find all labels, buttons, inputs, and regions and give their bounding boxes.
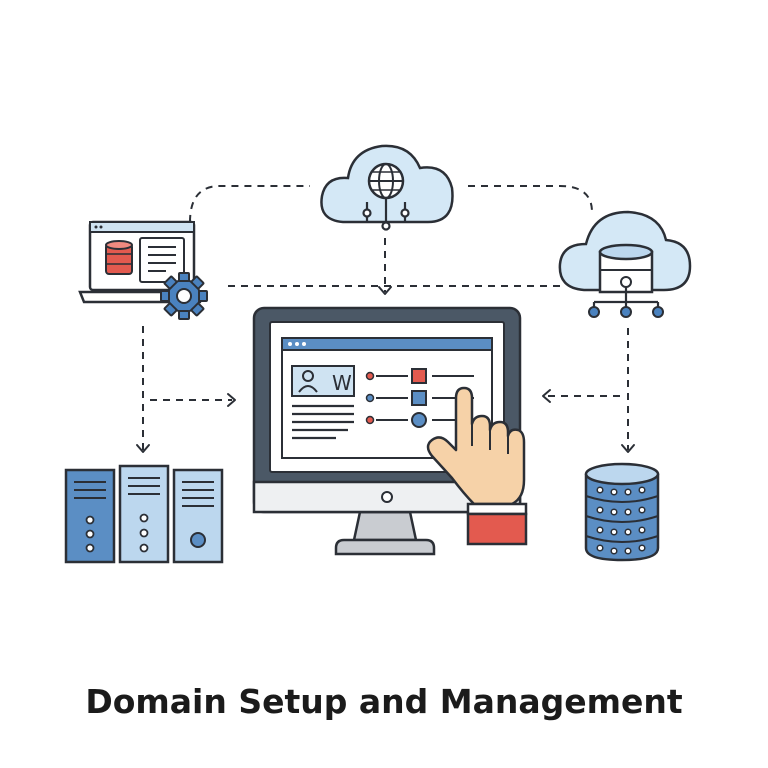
arrowhead-down-right — [621, 444, 635, 453]
browser-window-dots — [288, 342, 306, 346]
hand-shape — [426, 386, 526, 506]
server-unit-1 — [64, 468, 116, 564]
arrowhead-left-right — [542, 389, 551, 403]
connector-lines — [142, 185, 629, 450]
arrowhead-down-left — [136, 444, 150, 453]
connector-cloud-to-dbcloud — [468, 185, 593, 213]
server-unit-2 — [118, 464, 170, 564]
finger-lines — [471, 424, 509, 454]
arrowheads — [136, 286, 635, 453]
database-red-icon — [105, 240, 133, 275]
document-icon — [139, 237, 185, 283]
laptop-window-dots — [94, 225, 103, 229]
server-unit-3 — [172, 468, 224, 564]
arrowhead-right-left — [227, 393, 236, 407]
monitor-power-button — [381, 491, 393, 503]
profile-card-logo: W — [332, 371, 352, 395]
database-cloud-icon — [558, 210, 692, 318]
arrowhead-down-center — [378, 286, 392, 295]
laptop-titlebar — [89, 221, 195, 233]
browser-titlebar — [281, 337, 493, 351]
server-rack-icon — [64, 464, 224, 564]
monitor-stand-base — [334, 538, 436, 556]
diagram-title: Domain Setup and Management — [85, 682, 683, 721]
pointing-hand-icon — [426, 386, 528, 546]
globe-cloud-icon — [320, 144, 454, 231]
db-stack-dots — [596, 486, 646, 555]
text-lines — [292, 404, 354, 440]
user-icon — [298, 370, 318, 393]
db-network-nodes — [588, 306, 664, 318]
profile-card — [291, 365, 355, 397]
db-cylinder — [598, 243, 654, 294]
db-stack-body — [584, 474, 660, 562]
db-stack-top — [584, 462, 660, 486]
laptop-database-icon — [78, 220, 208, 320]
cloud-network-nodes — [362, 208, 410, 231]
settings-list — [365, 368, 474, 428]
sleeve-cuff — [466, 502, 528, 516]
sleeve — [466, 512, 528, 546]
db-stack-dividers — [585, 495, 659, 543]
database-stack-icon — [584, 462, 660, 562]
connector-laptop-to-cloud — [189, 185, 310, 223]
gear-icon — [160, 272, 208, 320]
monitor-stand-neck — [352, 510, 418, 542]
